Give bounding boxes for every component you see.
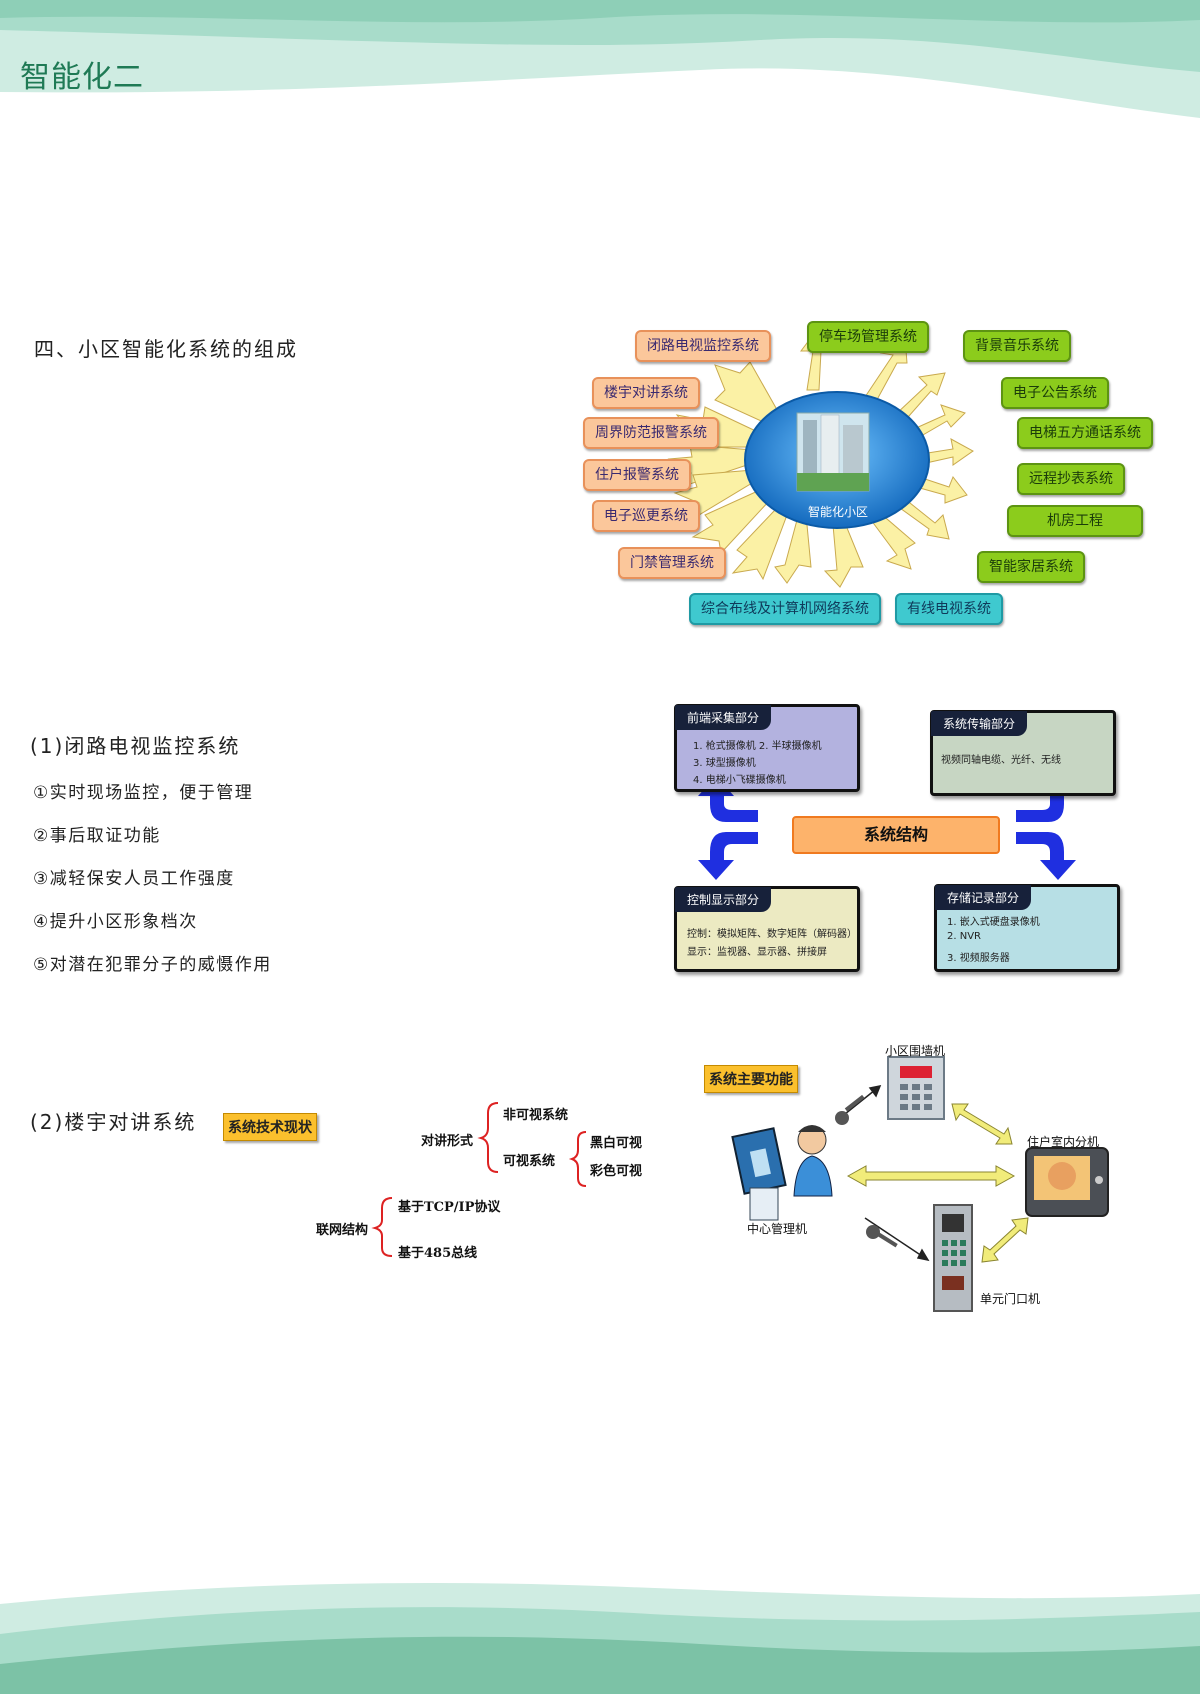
panel-storage-title: 存储记录部分: [935, 885, 1032, 910]
panel-control-line: 控制：模拟矩阵、数字矩阵（解码器）: [687, 929, 857, 940]
node-meter: 远程抄表系统: [1017, 463, 1125, 495]
tree-non-visual: 非可视系统: [503, 1108, 569, 1123]
node-resident-alarm: 住户报警系统: [583, 459, 691, 491]
section4-title: 四、小区智能化系统的组成: [34, 337, 298, 361]
tree-network: 联网结构: [316, 1223, 369, 1238]
node-intercom: 楼宇对讲系统: [592, 377, 700, 409]
cctv-bullet-3: ③减轻保安人员工作强度: [33, 869, 235, 889]
node-parking: 停车场管理系统: [807, 321, 929, 353]
tree-tcp: 基于TCP/IP协议: [398, 1200, 501, 1215]
tree-color: 彩色可视: [590, 1164, 643, 1179]
node-elevator-talk: 电梯五方通话系统: [1017, 417, 1153, 449]
header-wave: [0, 0, 1200, 118]
panel-control-title: 控制显示部分: [675, 887, 772, 912]
cctv-title: (1)闭路电视监控系统: [30, 734, 241, 758]
panel-transmit: 系统传输部分 视频同轴电缆、光纤、无线: [930, 710, 1116, 796]
panel-front: 前端采集部分 1. 枪式摄像机 2. 半球摄像机 3. 球型摄像机 4. 电梯小…: [674, 704, 860, 792]
panel-control: 控制显示部分 控制：模拟矩阵、数字矩阵（解码器） 显示：监视器、显示器、拼接屏: [674, 886, 860, 972]
panel-storage: 存储记录部分 1. 嵌入式硬盘录像机 2. NVR 3. 视频服务器: [934, 884, 1120, 972]
device-center-label: 中心管理机: [747, 1222, 808, 1236]
system-composition-diagram: 智能化小区 闭路电视监控系统 楼宇对讲系统 周界防范报警系统 住户报警系统 电子…: [575, 315, 1155, 625]
footer-wave: [0, 1583, 1200, 1694]
node-cabling: 综合布线及计算机网络系统: [689, 593, 881, 625]
cctv-bullet-2: ②事后取证功能: [33, 826, 161, 846]
device-door-label: 单元门口机: [980, 1292, 1041, 1306]
panel-transmit-title: 系统传输部分: [931, 711, 1028, 736]
structure-center: 系统结构: [792, 816, 1000, 854]
node-cctv: 闭路电视监控系统: [635, 330, 771, 362]
panel-transmit-line: 视频同轴电缆、光纤、无线: [941, 755, 1061, 766]
intercom-title: (2)楼宇对讲系统: [30, 1110, 197, 1134]
node-access: 门禁管理系统: [618, 547, 726, 579]
panel-front-line: 4. 电梯小飞碟摄像机: [693, 775, 786, 786]
node-bulletin: 电子公告系统: [1001, 377, 1109, 409]
device-wall-label: 小区围墙机: [885, 1044, 946, 1058]
device-indoor-label: 住户室内分机: [1027, 1135, 1100, 1149]
panel-front-line: 1. 枪式摄像机 2. 半球摄像机: [693, 741, 822, 752]
panel-storage-line: 2. NVR: [947, 931, 981, 942]
panel-front-line: 3. 球型摄像机: [693, 758, 756, 769]
panel-front-title: 前端采集部分: [675, 705, 772, 730]
tree-bus: 基于485总线: [398, 1246, 478, 1261]
node-perimeter: 周界防范报警系统: [583, 417, 719, 449]
radial-arrows: [667, 326, 974, 588]
cctv-bullet-1: ①实时现场监控，便于管理: [33, 783, 254, 803]
tech-status-tag: 系统技术现状: [223, 1113, 317, 1141]
cctv-structure-diagram: 系统结构 前端采集部分 1. 枪式摄像机 2. 半球摄像机 3. 球型摄像机 4…: [670, 700, 1125, 980]
tree-bw: 黑白可视: [590, 1136, 643, 1151]
panel-control-line: 显示：监视器、显示器、拼接屏: [687, 947, 827, 958]
tree-form: 对讲形式: [421, 1134, 474, 1149]
main-function-tag: 系统主要功能: [704, 1065, 798, 1093]
node-patrol: 电子巡更系统: [592, 500, 700, 532]
node-machine-room: 机房工程: [1007, 505, 1143, 537]
node-music: 背景音乐系统: [963, 330, 1071, 362]
node-cable-tv: 有线电视系统: [895, 593, 1003, 625]
panel-storage-line: 3. 视频服务器: [947, 953, 1010, 964]
cctv-bullet-5: ⑤对潜在犯罪分子的威慑作用: [33, 955, 272, 975]
page-title: 智能化二: [20, 60, 144, 95]
tree-visual: 可视系统: [503, 1154, 556, 1169]
panel-storage-line: 1. 嵌入式硬盘录像机: [947, 917, 1040, 928]
cctv-bullet-4: ④提升小区形象档次: [33, 912, 198, 932]
node-smart-home: 智能家居系统: [977, 551, 1085, 583]
center-label: 智能化小区: [807, 505, 868, 519]
